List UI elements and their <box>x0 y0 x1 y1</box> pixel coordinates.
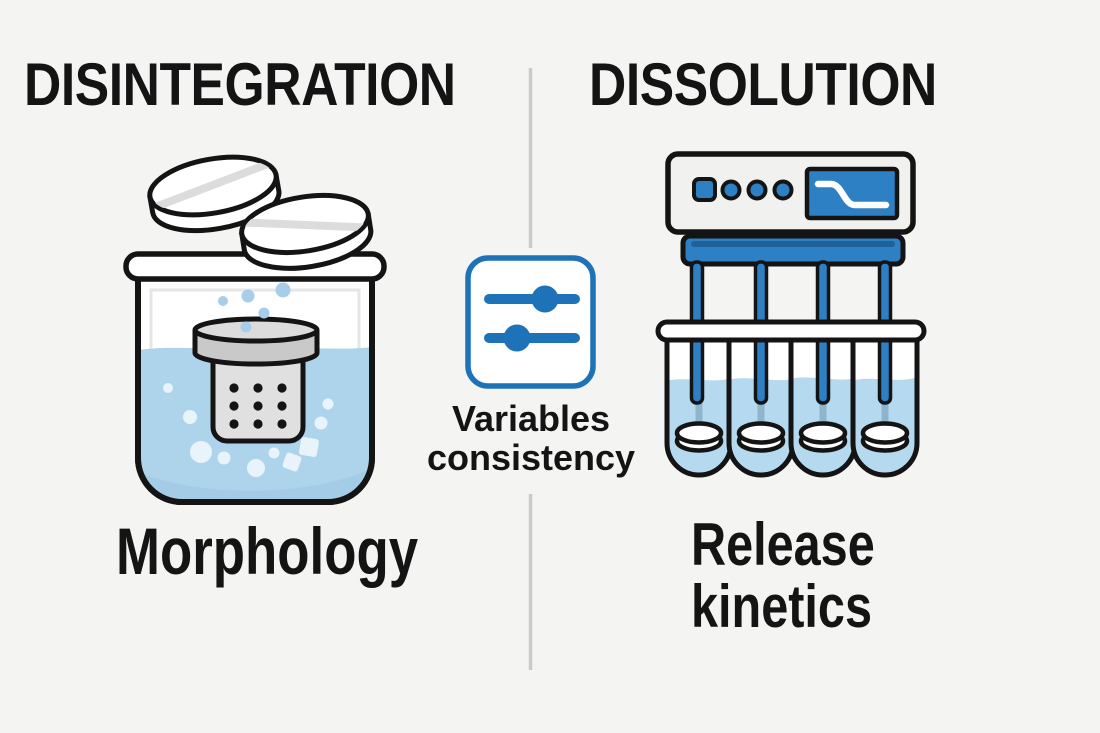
dissolution-heading: DISSOLUTION <box>589 51 937 118</box>
disintegration-illustration <box>123 154 387 505</box>
slider-knob-bottom <box>503 324 531 352</box>
sliders-icon <box>465 255 596 389</box>
control-knobs <box>720 179 794 201</box>
release-line1: Release <box>691 511 875 578</box>
variables-line2: consistency <box>426 437 636 478</box>
spindle-bar-shadow <box>691 241 895 247</box>
beaker-outline <box>135 274 375 505</box>
morphology-caption: Morphology <box>116 514 419 588</box>
release-curve-icon <box>814 180 890 209</box>
spindle-bar <box>680 233 906 267</box>
power-button <box>692 177 717 202</box>
dissolution-illustration <box>655 151 927 478</box>
basket-holes <box>229 383 287 429</box>
dissolving-particles <box>163 383 334 477</box>
variables-line1: Variables <box>451 398 611 439</box>
control-screen <box>804 166 900 221</box>
vessel-plate <box>655 319 927 343</box>
bubbles <box>218 282 291 333</box>
vessels <box>664 340 920 478</box>
tablet-1 <box>147 154 282 234</box>
slider-knob-top <box>531 285 559 313</box>
sliders-icon-frame <box>465 255 596 389</box>
release-line2: kinetics <box>691 573 872 640</box>
tablet-2 <box>239 193 374 271</box>
disintegration-heading: DISINTEGRATION <box>24 51 456 118</box>
basket-cap-top <box>192 316 320 344</box>
